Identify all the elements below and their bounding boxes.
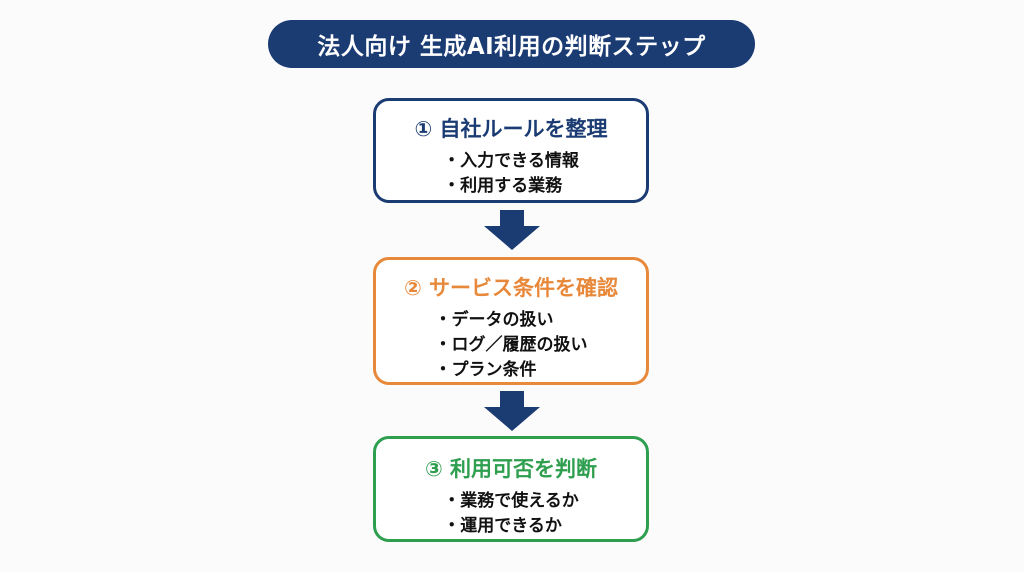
list-item: データの扱い	[435, 308, 588, 333]
list-item: 利用する業務	[443, 174, 579, 199]
list-item: 運用できるか	[443, 514, 579, 539]
list-item: 業務で使えるか	[443, 489, 579, 514]
step-2-list: データの扱い ログ／履歴の扱い プラン条件	[435, 308, 588, 383]
step-1-box: ① 自社ルールを整理 入力できる情報 利用する業務	[373, 98, 649, 203]
down-arrow-icon	[484, 210, 540, 250]
list-item: ログ／履歴の扱い	[435, 333, 588, 358]
down-arrow-icon	[484, 391, 540, 431]
step-1-heading: ① 自社ルールを整理	[414, 117, 608, 141]
list-item: 入力できる情報	[443, 149, 579, 174]
list-item: プラン条件	[435, 358, 588, 383]
step-2-heading: ② サービス条件を確認	[403, 276, 619, 300]
diagram-title: 法人向け 生成AI利用の判断ステップ	[268, 20, 755, 68]
step-3-heading: ③ 利用可否を判断	[424, 457, 598, 481]
step-1-list: 入力できる情報 利用する業務	[443, 149, 579, 199]
step-3-list: 業務で使えるか 運用できるか	[443, 489, 579, 539]
step-3-box: ③ 利用可否を判断 業務で使えるか 運用できるか	[373, 436, 649, 542]
step-2-box: ② サービス条件を確認 データの扱い ログ／履歴の扱い プラン条件	[373, 257, 649, 385]
